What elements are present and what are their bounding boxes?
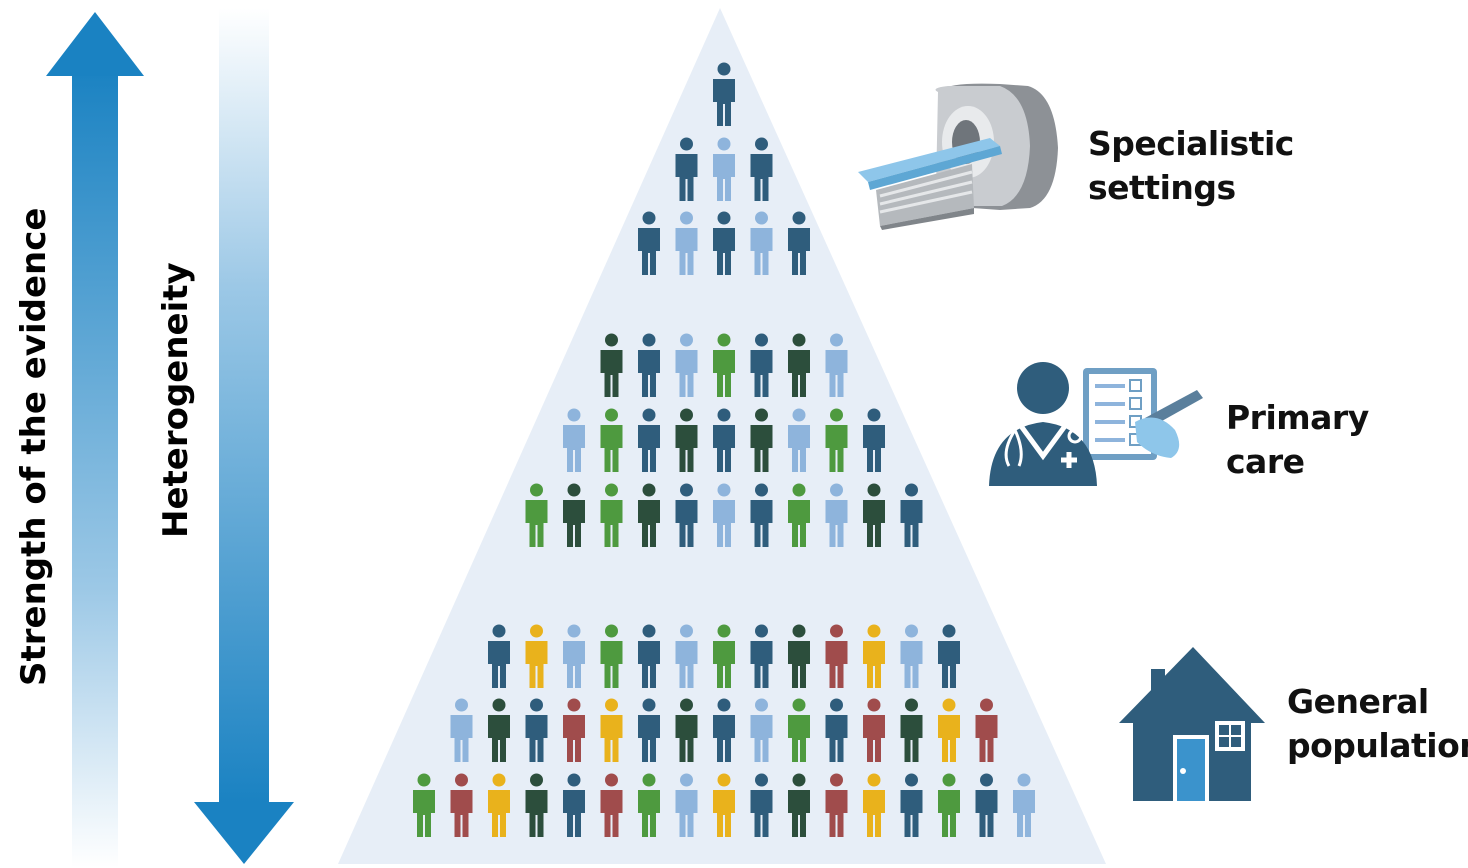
person-icon — [525, 483, 548, 547]
person-icon — [600, 333, 623, 397]
person-icon — [675, 624, 698, 688]
person-icon — [638, 624, 660, 688]
person-icon — [563, 408, 585, 472]
person-icon — [788, 333, 810, 397]
person-icon — [900, 773, 923, 837]
person-icon — [563, 773, 585, 837]
tier-label-line: population — [1287, 726, 1468, 765]
person-icon — [713, 773, 735, 837]
person-icon — [600, 483, 623, 547]
tier-label-line: care — [1226, 442, 1305, 481]
person-icon — [750, 773, 773, 837]
person-icon — [825, 624, 848, 688]
tier-label-line: Primary — [1226, 398, 1369, 437]
person-icon — [638, 211, 660, 275]
person-icon — [488, 773, 510, 837]
person-icon — [863, 698, 885, 762]
person-icon — [563, 624, 585, 688]
person-icon — [788, 698, 810, 762]
person-icon — [750, 408, 773, 472]
person-icon — [488, 624, 510, 688]
tier-label-line: settings — [1088, 168, 1236, 207]
person-icon — [788, 211, 810, 275]
person-icon — [788, 408, 810, 472]
person-icon — [713, 137, 735, 201]
tier-label-specialistic: Specialistic settings — [1088, 122, 1294, 210]
tier-label-general-population: General population — [1287, 680, 1468, 768]
person-icon — [525, 624, 548, 688]
person-icon — [600, 408, 623, 472]
person-icon — [825, 483, 848, 547]
person-icon — [750, 624, 773, 688]
person-icon — [788, 773, 810, 837]
person-icon — [938, 698, 960, 762]
person-icon — [750, 333, 773, 397]
person-icon — [713, 408, 735, 472]
person-icon — [563, 483, 585, 547]
person-icon — [863, 483, 885, 547]
person-icon — [713, 211, 735, 275]
person-icon — [750, 483, 773, 547]
person-icon — [675, 137, 698, 201]
person-icon — [488, 698, 510, 762]
person-icon — [900, 698, 923, 762]
person-icon — [975, 773, 998, 837]
person-icon — [675, 483, 698, 547]
person-icon — [975, 698, 998, 762]
tier-label-primary-care: Primary care — [1226, 396, 1369, 484]
person-icon — [938, 773, 960, 837]
person-icon — [675, 408, 698, 472]
person-icon — [675, 211, 698, 275]
person-icon — [900, 483, 923, 547]
person-icon — [600, 624, 623, 688]
person-icon — [450, 698, 473, 762]
person-icon — [638, 698, 660, 762]
person-icon — [675, 333, 698, 397]
person-icon — [525, 773, 548, 837]
person-icon — [713, 698, 735, 762]
person-icon — [675, 773, 698, 837]
person-icon — [788, 483, 810, 547]
person-icon — [863, 408, 885, 472]
tier-label-line: General — [1287, 682, 1429, 721]
person-icon — [825, 333, 848, 397]
person-icon — [825, 698, 848, 762]
person-icon — [525, 698, 548, 762]
person-icon — [713, 62, 735, 126]
doctor-checklist-icon — [989, 362, 1203, 486]
person-icon — [713, 624, 735, 688]
person-icon — [600, 698, 623, 762]
person-icon — [675, 698, 698, 762]
person-icon — [713, 333, 735, 397]
person-icon — [638, 333, 660, 397]
person-icon — [413, 773, 435, 837]
mri-scanner-icon — [858, 83, 1058, 230]
person-icon — [600, 773, 623, 837]
person-icon — [638, 483, 660, 547]
person-icon — [825, 408, 848, 472]
person-icon — [900, 624, 923, 688]
person-icon — [638, 773, 660, 837]
person-icon — [863, 773, 885, 837]
strength-arrow — [46, 12, 144, 868]
person-icon — [563, 698, 585, 762]
person-icon — [938, 624, 960, 688]
person-icon — [750, 211, 773, 275]
heterogeneity-arrow — [194, 8, 294, 864]
person-icon — [750, 698, 773, 762]
person-icon — [825, 773, 848, 837]
person-icon — [750, 137, 773, 201]
person-icon — [638, 408, 660, 472]
person-icon — [450, 773, 473, 837]
person-icon — [863, 624, 885, 688]
person-icon — [788, 624, 810, 688]
tier-label-line: Specialistic — [1088, 124, 1294, 163]
person-icon — [1013, 773, 1035, 837]
person-icon — [713, 483, 735, 547]
house-icon — [1119, 647, 1265, 801]
